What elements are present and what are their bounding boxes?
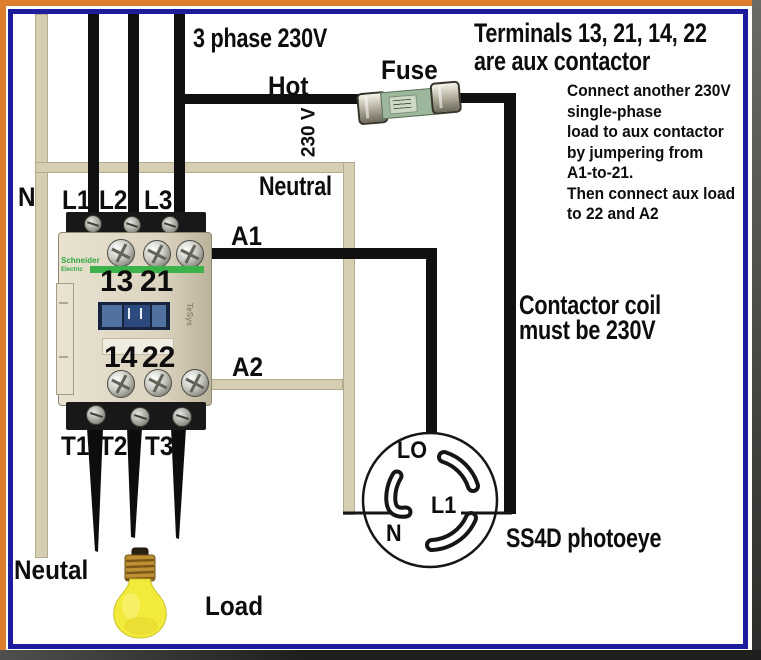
note-line: Connect another 230V xyxy=(567,82,731,100)
terminal-screw-icon xyxy=(86,405,106,425)
terminals-heading-line1: Terminals 13, 21, 14, 22 xyxy=(474,18,707,48)
note-line: Then connect aux load xyxy=(567,184,736,203)
frame-edge-bottom xyxy=(0,650,761,660)
l2-label: L2 xyxy=(99,185,128,215)
t3-label: T3 xyxy=(145,431,174,461)
terminal-label-14: 14 xyxy=(104,341,138,374)
t2-label: T2 xyxy=(99,431,128,461)
brand-name-2: Electric xyxy=(61,267,83,273)
frame-edge-right xyxy=(752,0,761,660)
wire-hot-vertical xyxy=(504,93,516,514)
photoeye-terminal-n: N xyxy=(386,520,402,547)
brand-name: Schneider xyxy=(61,256,100,265)
three-phase-label: 3 phase 230V xyxy=(193,23,328,53)
l1-label: L1 xyxy=(62,185,91,215)
note-line: single-phase xyxy=(567,102,662,121)
wire-hot-left xyxy=(179,94,364,104)
frame-edge-left xyxy=(0,0,6,660)
terminal-label-22: 22 xyxy=(142,341,176,374)
contactor-state-window xyxy=(98,302,170,330)
coil-note-line2: must be 230V xyxy=(519,315,656,345)
note-line: A1-to-21. xyxy=(567,164,634,182)
wire-l1 xyxy=(88,14,99,215)
inner-border xyxy=(8,9,748,649)
neutral-top-label: Neutral xyxy=(259,171,332,201)
terminal-screw-icon xyxy=(172,407,192,427)
frame-edge-top xyxy=(0,0,761,6)
brand-logo: Schneider Electric xyxy=(61,257,100,274)
din-rail-clip xyxy=(56,283,74,395)
photoeye-name-label: SS4D photoeye xyxy=(506,523,662,553)
photoeye-terminal-l1: L1 xyxy=(431,492,457,519)
wire-hot-right xyxy=(453,93,516,103)
photoeye-receptacle xyxy=(343,431,512,569)
coil-note-line1: Contactor coil xyxy=(519,290,661,320)
hot-label: Hot xyxy=(268,71,309,101)
wire-l3 xyxy=(174,14,185,215)
light-bulb-icon xyxy=(113,547,167,639)
l3-label: L3 xyxy=(144,185,173,215)
photoeye-terminal-lo: LO xyxy=(397,437,427,464)
contactor-top-terminal-strip xyxy=(66,212,206,234)
a1-label: A1 xyxy=(231,221,263,251)
wire-a1-vertical xyxy=(426,248,437,436)
fuse-label: Fuse xyxy=(381,55,438,85)
terminals-heading-line2: are aux contactor xyxy=(474,46,650,76)
aux-screw-22 xyxy=(144,369,172,397)
neutral-bottom-label: Neutal xyxy=(14,555,89,585)
wire-a2-neutral xyxy=(199,379,343,390)
note-line: to 22 and A2 xyxy=(567,205,659,223)
wire-a1-horizontal xyxy=(198,248,437,259)
contactor-label-strip xyxy=(102,338,174,355)
a2-screw xyxy=(181,369,209,397)
contactor-bottom-terminal-strip xyxy=(66,402,206,430)
note-line: load to aux contactor xyxy=(567,123,724,141)
aux-note: Connect another 230V single-phase load t… xyxy=(567,81,735,225)
t1-label: T1 xyxy=(61,431,90,461)
note-line: by jumpering from xyxy=(567,143,704,162)
wire-neutral-left-vertical xyxy=(35,14,48,558)
terminal-label-13: 13 xyxy=(100,265,134,298)
a2-label: A2 xyxy=(232,352,264,382)
wire-neutral-horizontal xyxy=(35,162,355,173)
n-supply-label: N xyxy=(18,182,36,212)
load-wires xyxy=(87,428,186,552)
aux-screw-14 xyxy=(107,370,135,398)
brand-stripe xyxy=(90,266,204,273)
load-label: Load xyxy=(205,591,264,621)
terminal-screw-icon xyxy=(130,407,150,427)
wire-l2 xyxy=(128,14,139,215)
terminal-label-21: 21 xyxy=(140,265,174,298)
